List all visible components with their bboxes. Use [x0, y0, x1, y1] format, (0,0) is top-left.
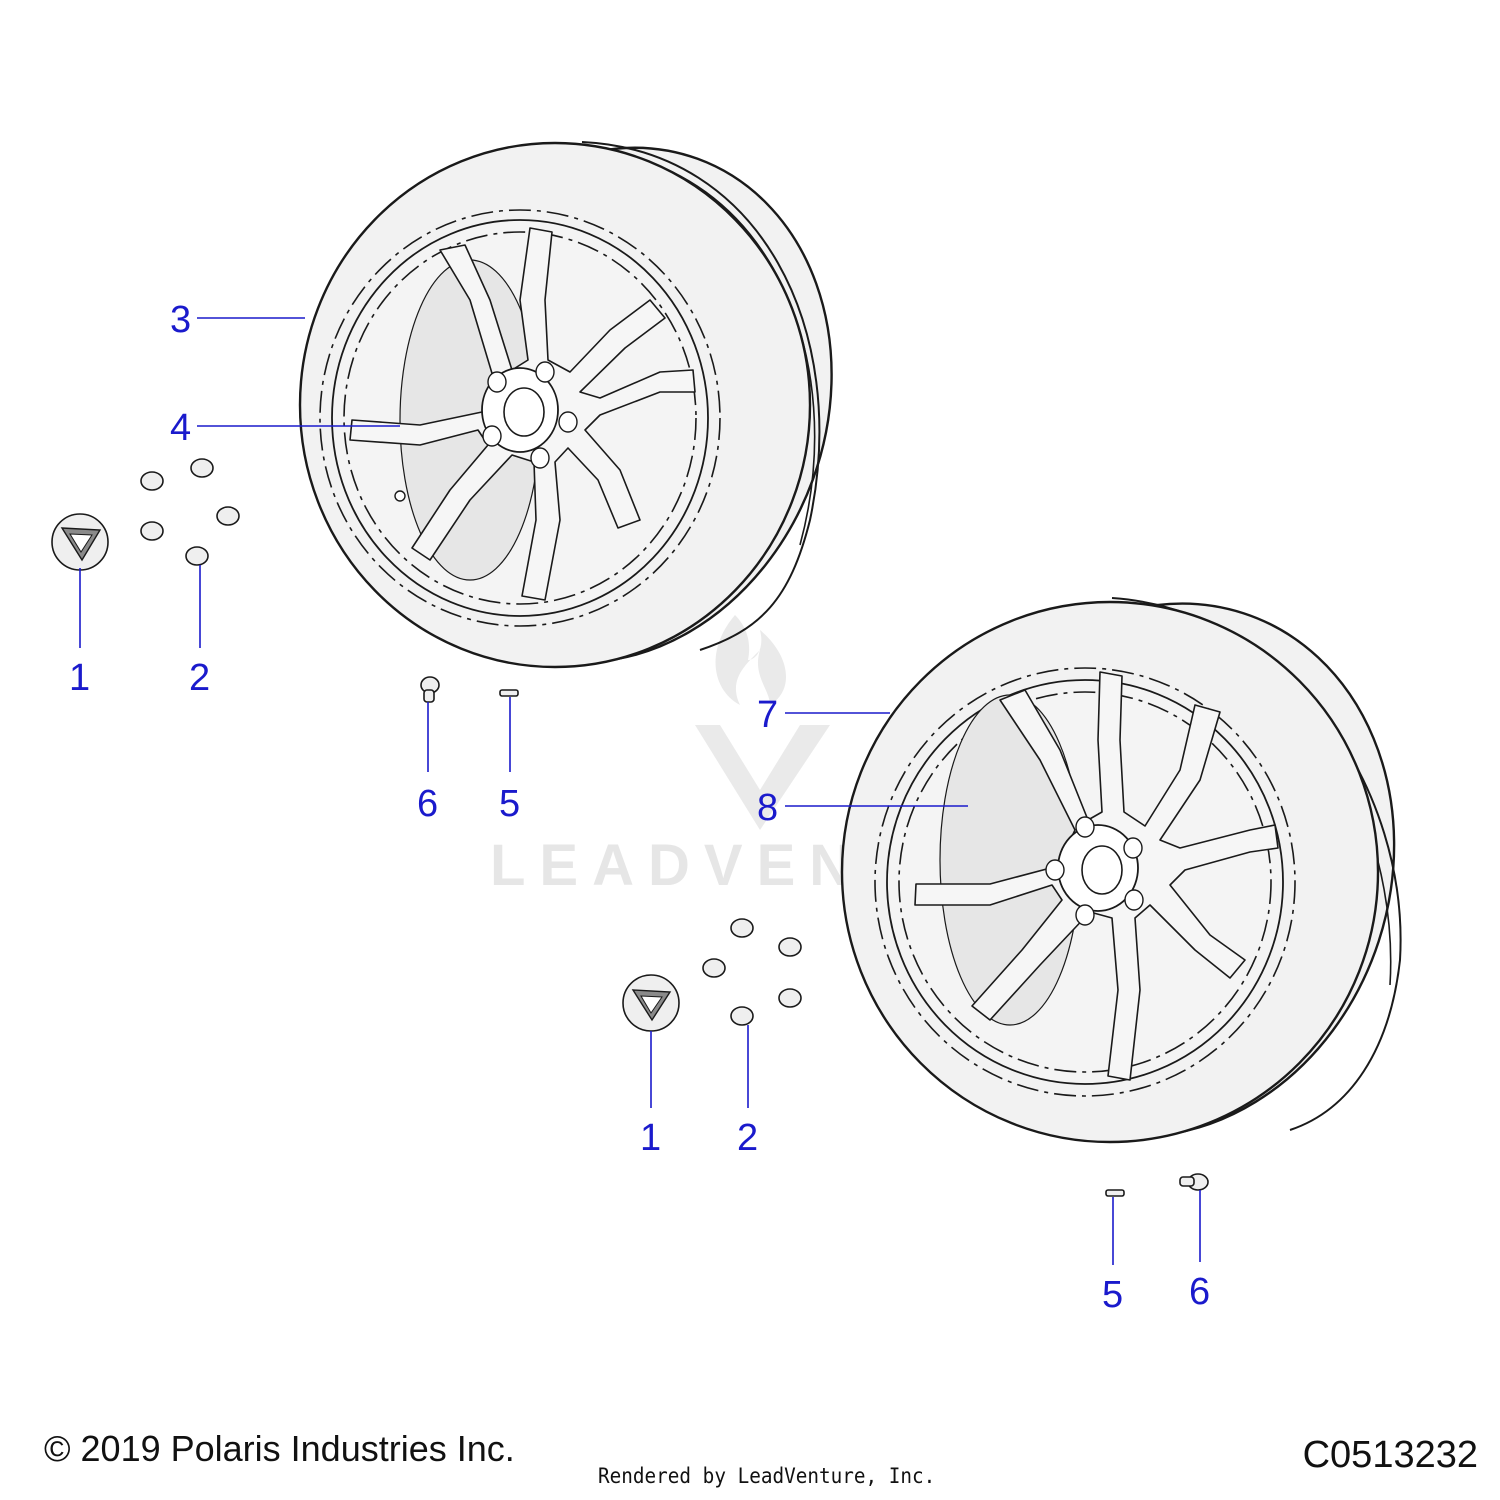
spokes-upper: [349, 227, 696, 601]
wheel-assembly-upper: [51, 141, 833, 703]
valve-stem-lower: [1179, 1173, 1209, 1191]
leader-lines: [79, 317, 1201, 1265]
leadventure-flame-logo: [695, 615, 830, 830]
callout-labels: 3 4 1 2 6 5 7 8 1 2 5 6: [69, 299, 1210, 1316]
valve-cap-lower: [1105, 1189, 1125, 1197]
callout-7: 7: [757, 694, 778, 736]
callout-8: 8: [757, 787, 778, 829]
callout-5-lower: 5: [1102, 1274, 1123, 1316]
callout-6-lower: 6: [1189, 1271, 1210, 1313]
callout-5-upper: 5: [499, 783, 520, 825]
callout-1-upper: 1: [69, 657, 90, 699]
wheel-assembly-lower: [622, 597, 1402, 1197]
callout-3: 3: [170, 299, 191, 341]
diagram-code: C0513232: [1302, 1434, 1478, 1476]
valve-cap-upper: [499, 689, 519, 697]
center-cap-upper: [51, 513, 109, 571]
lug-nuts-upper: [140, 458, 240, 566]
callout-4: 4: [170, 407, 191, 449]
copyright-notice: © 2019 Polaris Industries Inc.: [44, 1428, 515, 1469]
callout-2-lower: 2: [737, 1117, 758, 1159]
valve-stem-upper: [420, 676, 440, 703]
callout-2-upper: 2: [189, 657, 210, 699]
center-cap-lower: [622, 974, 680, 1032]
lug-nuts-lower: [702, 918, 802, 1026]
callout-1-lower: 1: [640, 1117, 661, 1159]
spokes-lower: [914, 671, 1279, 1081]
callout-6-upper: 6: [417, 783, 438, 825]
rendered-by-credit: Rendered by LeadVenture, Inc.: [598, 1464, 936, 1488]
